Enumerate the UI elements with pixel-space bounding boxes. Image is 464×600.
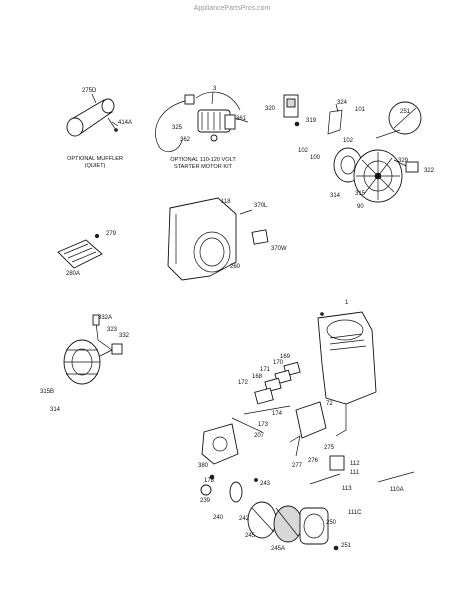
label-240: 240 — [213, 515, 224, 521]
label-325: 325 — [172, 125, 183, 131]
label-250: 250 — [326, 520, 337, 526]
label-380: 380 — [198, 463, 209, 469]
label-329: 329 — [398, 158, 409, 164]
label-174: 174 — [272, 411, 283, 417]
flywheel-group — [283, 94, 422, 203]
label-370w: 370W — [271, 246, 287, 252]
label-100: 100 — [310, 155, 321, 161]
label-110a: 110A — [390, 487, 404, 493]
label-239: 239 — [200, 498, 211, 504]
label-279: 279 — [106, 231, 117, 237]
label-324: 324 — [337, 100, 348, 106]
label-173: 173 — [258, 422, 269, 428]
label-207: 207 — [254, 433, 265, 439]
intake-stack — [231, 361, 301, 433]
label-243: 243 — [260, 481, 271, 487]
label-172: 172 — [238, 380, 249, 386]
label-112: 112 — [350, 461, 360, 467]
label-251: 251 — [341, 543, 352, 549]
starter-motor-kit — [155, 91, 249, 152]
label-315b: 315B — [40, 389, 54, 395]
label-319: 319 — [306, 118, 317, 124]
label-111: 111 — [350, 470, 360, 476]
heat-shield — [57, 233, 103, 269]
label-320: 320 — [265, 106, 276, 112]
label-323: 323 — [107, 327, 118, 333]
muffler-caption-line1: OPTIONAL MUFFLER — [67, 156, 123, 162]
muffler-caption-line2: (QUIET) — [85, 163, 106, 169]
label-322: 322 — [424, 168, 435, 174]
engine-block — [317, 311, 377, 437]
label-332: 332 — [119, 333, 130, 339]
label-90: 90 — [357, 204, 364, 210]
blower-housing — [167, 197, 269, 281]
label-170: 170 — [273, 360, 284, 366]
label-251-top: 251 — [400, 109, 411, 115]
label-370l: 370L — [254, 203, 268, 209]
label-101: 101 — [355, 107, 366, 113]
label-277: 277 — [292, 463, 303, 469]
label-332a: 332A — [98, 315, 112, 321]
label-102-lower: 102 — [298, 148, 309, 154]
label-102-upper: 102 — [343, 138, 354, 144]
label-111c: 111C — [348, 510, 362, 516]
label-275d: 275D — [82, 88, 97, 94]
label-315: 315 — [355, 191, 366, 197]
label-171: 171 — [260, 367, 271, 373]
label-3: 3 — [213, 86, 217, 92]
label-72: 72 — [326, 401, 333, 407]
carburetor — [200, 423, 239, 496]
label-242: 242 — [239, 516, 250, 522]
fuel-tank — [289, 401, 415, 485]
watermark: AppliancePartsPros.com — [194, 5, 271, 12]
label-275: 275 — [324, 445, 335, 451]
label-245a: 245A — [271, 546, 285, 552]
label-361: 361 — [236, 116, 247, 122]
label-168: 168 — [252, 374, 263, 380]
label-414a: 414A — [118, 120, 132, 126]
air-cleaner — [229, 478, 339, 551]
label-113: 113 — [342, 486, 352, 492]
label-314-top: 314 — [330, 193, 341, 199]
label-1: 1 — [345, 300, 349, 306]
optional-muffler — [66, 93, 119, 137]
label-280a: 280A — [66, 271, 80, 277]
starter-caption-line2: STARTER MOTOR KIT — [174, 164, 233, 170]
label-178: 178 — [204, 478, 215, 484]
label-260: 260 — [230, 264, 241, 270]
stator-assembly — [63, 314, 123, 385]
label-314-left: 314 — [50, 407, 61, 413]
label-245: 245 — [245, 533, 256, 539]
label-118: 118 — [221, 199, 231, 205]
label-169: 169 — [280, 354, 291, 360]
label-362: 362 — [180, 137, 191, 143]
label-276: 276 — [308, 458, 319, 464]
starter-caption-line1: OPTIONAL 110-120 VOLT — [170, 157, 236, 163]
